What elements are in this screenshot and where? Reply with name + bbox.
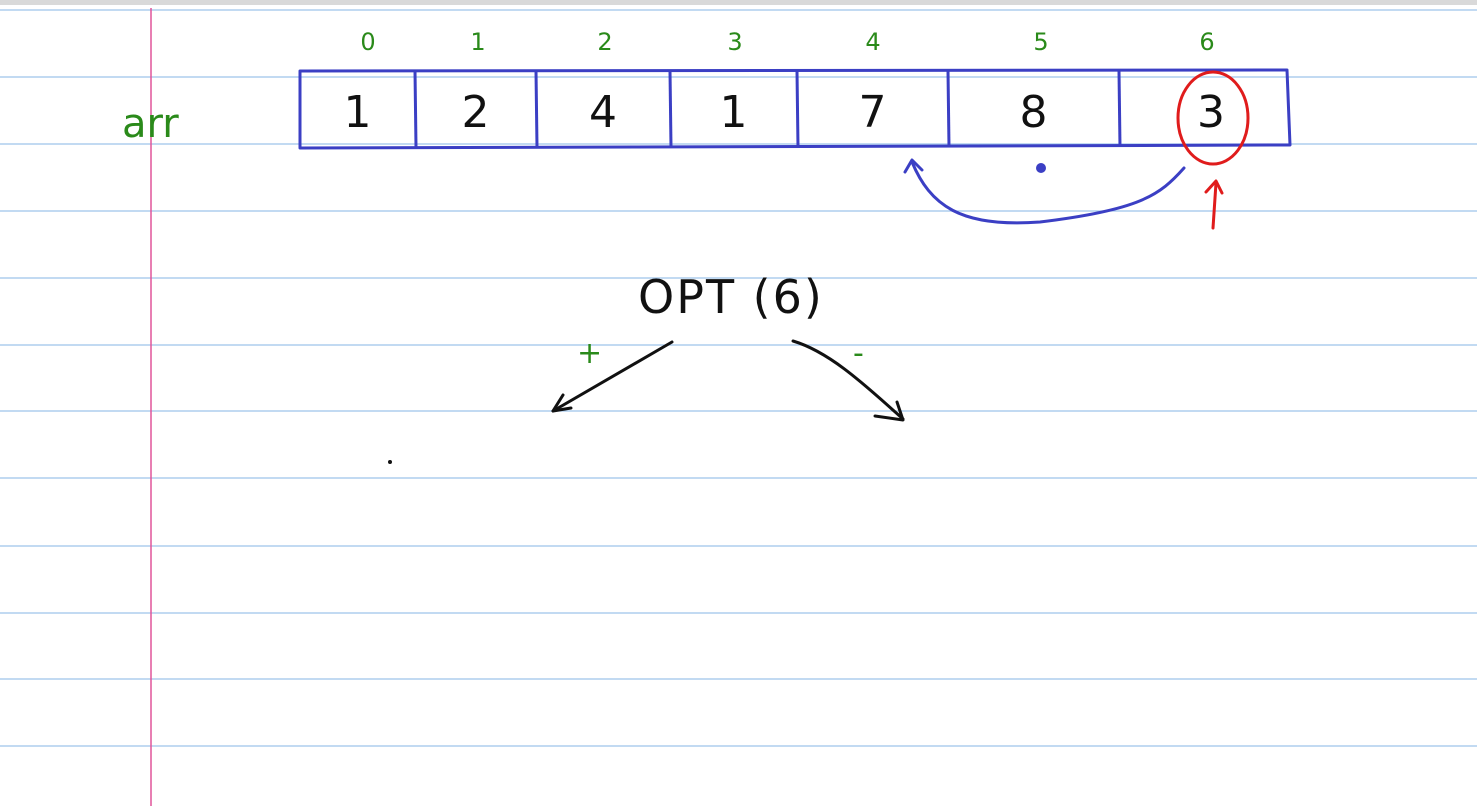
blue-curved-arrow [910, 160, 1186, 225]
index-label-0: 0 [360, 28, 375, 56]
minus-label: - [853, 336, 864, 371]
array-value-0: 1 [344, 87, 372, 138]
opt-expression: OPT (6) [638, 270, 824, 324]
array-cell-divider [668, 70, 673, 148]
red-arrow-shaft [1211, 181, 1218, 230]
right-branch-arrow [791, 339, 905, 421]
array-outline [298, 68, 1292, 150]
array-cell-divider [946, 70, 951, 148]
array-value-1: 2 [462, 87, 490, 138]
index-label-1: 1 [470, 28, 485, 56]
blue-arrow-head [903, 158, 924, 174]
left-branch-arrow [551, 340, 674, 413]
red-highlight-circle [1176, 70, 1250, 166]
array-box [298, 68, 1292, 150]
array-cell-divider [534, 70, 539, 148]
index-label-5: 5 [1033, 28, 1048, 56]
top-window-strip [0, 0, 1477, 5]
left-branch-arrow-head [551, 393, 573, 413]
array-value-4: 7 [859, 87, 887, 138]
array-value-5: 8 [1020, 87, 1048, 138]
array-cell-divider [1117, 70, 1122, 148]
stray-dot [388, 460, 392, 464]
plus-label: + [577, 336, 602, 371]
ruled-lines [0, 9, 1477, 747]
index-label-4: 4 [865, 28, 880, 56]
index-label-2: 2 [597, 28, 612, 56]
index-label-3: 3 [727, 28, 742, 56]
array-label: arr [122, 101, 179, 147]
right-branch-arrow-head [873, 400, 905, 422]
array-cell-divider [795, 70, 800, 148]
index-labels: 0 1 2 3 4 5 6 [360, 28, 1214, 56]
array-values: 1 2 4 1 7 8 3 [344, 87, 1226, 138]
pointer-dot [1036, 163, 1046, 173]
index-label-6: 6 [1199, 28, 1214, 56]
array-value-3: 1 [720, 87, 748, 138]
array-value-2: 4 [589, 87, 617, 138]
red-arrow-head [1204, 179, 1224, 195]
array-cell-divider [413, 70, 418, 148]
array-value-6: 3 [1197, 87, 1225, 138]
